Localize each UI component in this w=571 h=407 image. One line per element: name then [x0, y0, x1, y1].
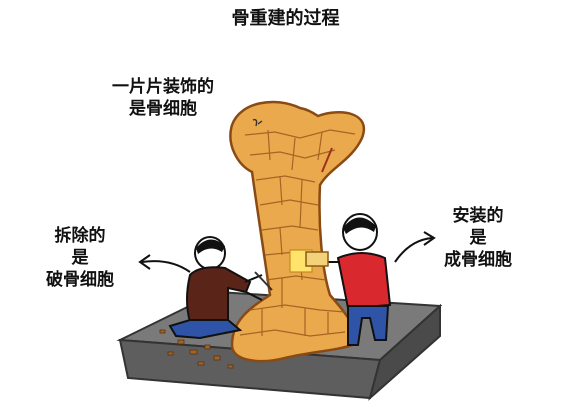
osteocyte-label-line1: 一片片装饰的 — [112, 77, 214, 97]
osteoblast-label-line2: 是 — [469, 228, 487, 248]
osteocyte-label-line2: 是骨细胞 — [129, 99, 197, 119]
osteoblast-label: 安装的 是 成骨细胞 — [418, 205, 538, 271]
osteoblast-label-line3: 成骨细胞 — [444, 250, 512, 270]
arrow-right-icon — [394, 231, 436, 263]
osteoclast-label-line1: 拆除的 — [54, 226, 106, 246]
bone-debris — [159, 329, 234, 369]
bone — [229, 100, 366, 363]
osteoblast-worker — [305, 213, 392, 346]
diagram-title: 骨重建的过程 — [231, 8, 340, 29]
arrow-left-icon — [138, 254, 191, 273]
osteoclast-label: 拆除的 是 破骨细胞 — [30, 225, 130, 291]
osteoclast-label-line2: 是 — [71, 248, 89, 268]
osteocyte-label: 一片片装饰的 是骨细胞 — [88, 76, 238, 120]
osteoclast-label-line3: 破骨细胞 — [46, 270, 114, 290]
osteoblast-label-line1: 安装的 — [452, 206, 504, 226]
osteoclast-worker — [168, 236, 273, 340]
